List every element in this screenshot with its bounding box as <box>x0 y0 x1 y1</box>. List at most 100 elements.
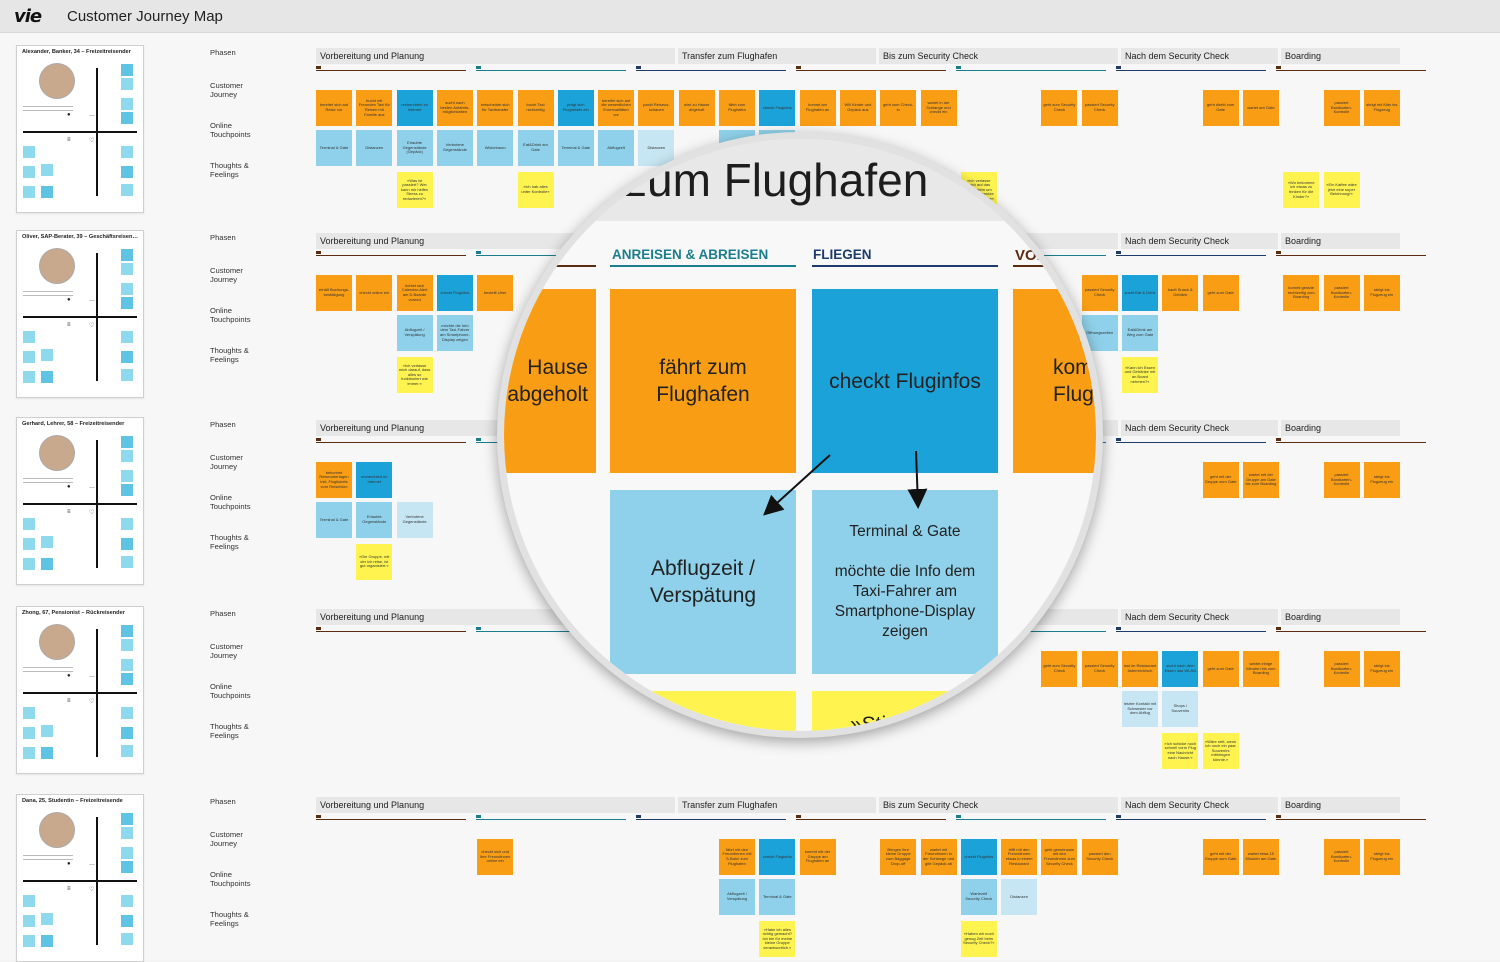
journey-card[interactable]: checkt Fluginfos <box>759 839 796 875</box>
journey-card[interactable]: richtet sich Calendar-Alert am D Boarde … <box>396 275 433 311</box>
persona-card[interactable]: Gerhard, Lehrer, 58 – Freizeitreisender●… <box>16 417 144 585</box>
journey-card[interactable]: »Ein Kaffee wäre jetzt eine super Belohn… <box>1323 172 1360 208</box>
journey-card[interactable]: wartet einige Minuten bis zum Boarding <box>1242 651 1279 687</box>
journey-card[interactable]: passiert Bordkarten-Kontrolle <box>1323 651 1360 687</box>
magnified-card-checkt-fluginfos[interactable]: checkt Fluginfos <box>812 289 998 473</box>
journey-card[interactable]: geht gemeinsam mit den Freundinnen zum S… <box>1041 839 1078 875</box>
journey-card[interactable]: passiert Security Check <box>1081 651 1118 687</box>
journey-card[interactable]: passiert Bordkarten-Kontrolle <box>1323 90 1360 126</box>
journey-card[interactable]: sucht Eat & Drink <box>1122 275 1158 311</box>
journey-card[interactable]: fährt mit den Freundinnen mit S-Bahn zum… <box>719 839 755 875</box>
journey-card[interactable]: steigt ins Flugzeug ein <box>1363 839 1400 875</box>
journey-card[interactable]: steigt ins Flugzeug ein <box>1363 651 1400 687</box>
journey-card[interactable]: Terminal & Gate <box>316 502 352 538</box>
journey-card[interactable]: kauft Snack & Getränk <box>1162 275 1199 311</box>
journey-card[interactable]: geht zum Security Check <box>1041 90 1078 126</box>
journey-card[interactable]: geht zum Security Check <box>1041 651 1078 687</box>
magnified-card-abgeholt[interactable]: Hause abgeholt <box>504 289 596 473</box>
journey-card[interactable]: Wartezeit Security Check <box>960 879 997 915</box>
journey-card[interactable]: Terminal & Gate <box>759 879 796 915</box>
journey-card[interactable]: »Wo bekomme ich etwas zu trinken für die… <box>1283 172 1320 208</box>
journey-card[interactable]: geht mit der Gruppe zum Gate <box>1202 839 1239 875</box>
journey-card[interactable]: letzter Kontakt mit Schwester vor dem Ab… <box>1122 691 1158 727</box>
journey-card[interactable]: geht zum Gate <box>1202 275 1239 311</box>
magnified-card-abflugzeit[interactable]: Abflugzeit / Verspätung <box>610 490 796 674</box>
journey-card[interactable]: Abflugzeit / Verspätung <box>719 879 755 915</box>
journey-card[interactable]: checkt Fluginfos <box>759 90 796 126</box>
journey-card[interactable]: Verbotene Gegenstände <box>436 130 473 166</box>
journey-card[interactable]: bereitet sich auf die wesentlichen Event… <box>598 90 635 126</box>
persona-card[interactable]: Zhong, 67, Pensionist – Rückreisender●…≡… <box>16 606 144 774</box>
journey-card[interactable]: Distanzen <box>1001 879 1038 915</box>
journey-card[interactable]: bucht Taxi rechtzeitig <box>517 90 554 126</box>
journey-card[interactable]: steigt ins Flugzeug ein <box>1363 462 1400 498</box>
journey-card[interactable]: sucht nach dem Essen das WLAN <box>1162 651 1199 687</box>
journey-card[interactable]: Will Kinder und Gepäck aus <box>839 90 876 126</box>
journey-card[interactable]: Bringen ihre kleine Gruppe zum Baggage D… <box>880 839 917 875</box>
journey-card[interactable]: »Ich verlasse mich darauf, dass alles so… <box>396 357 433 393</box>
journey-card[interactable]: Abflugzeit / Verspätung <box>396 315 433 351</box>
journey-card[interactable]: bucht mit Freunden Taxi für Reisen mit F… <box>356 90 393 126</box>
journey-card[interactable]: kommt am Flughafen an <box>799 90 836 126</box>
journey-card[interactable]: sucht nach besten Anfahrts-möglichkeiten <box>436 90 473 126</box>
journey-card[interactable]: »Habe ich alles richtig gemacht? Ich bin… <box>759 921 796 957</box>
journey-card[interactable]: entscheidet sich für Taxitransfer <box>477 90 514 126</box>
journey-card[interactable]: wartet in der Schlange und checkt ein <box>920 90 957 126</box>
journey-card[interactable]: »Haben wir noch genug Zeit beim Security… <box>960 921 997 957</box>
journey-card[interactable]: wartet etwa 15 Minuten am Gate <box>1242 839 1279 875</box>
magnified-card-faehrt[interactable]: fährt zum Flughafen <box>610 289 796 473</box>
journey-card[interactable]: checkt Fluginfos <box>960 839 997 875</box>
journey-card[interactable]: geht direkt zum Gate <box>1202 90 1239 126</box>
journey-card[interactable]: prägt sich Flugdetails ein <box>557 90 594 126</box>
journey-card[interactable]: geht zum Check-in <box>880 90 917 126</box>
section-underline <box>796 819 946 820</box>
journey-card[interactable]: passiert den Security Check <box>1081 839 1118 875</box>
journey-card[interactable]: »Die Gruppe, mit der ich reise, ist gut … <box>356 544 393 580</box>
journey-card[interactable]: wartet am Gate <box>1242 90 1279 126</box>
journey-card[interactable]: trifft mit den Freundinnen etwas in eine… <box>1001 839 1038 875</box>
journey-card[interactable]: geht zum Gate <box>1202 651 1239 687</box>
journey-card[interactable]: Verbotene Gegenstände <box>396 502 433 538</box>
persona-card[interactable]: Alexander, Banker, 34 – Freizeitreisende… <box>16 45 144 213</box>
journey-card[interactable]: möchte die Info dem Taxi-Fahrer am Smart… <box>436 315 473 351</box>
journey-card[interactable]: Erlaubte Gegenstände <box>356 502 393 538</box>
journey-card[interactable]: geht mit der Gruppe zum Gate <box>1202 462 1239 498</box>
journey-card[interactable]: kommt mit der Gruppe am Flughafen an <box>799 839 836 875</box>
journey-card[interactable]: passiert Bordkarten-Kontrolle <box>1323 839 1360 875</box>
journey-card[interactable]: steigt ins Flugzeug ein <box>1363 275 1400 311</box>
journey-card[interactable]: erhält Buchungs-bestätigung <box>316 275 352 311</box>
journey-card[interactable]: Eat&Drink am Weg zum Gate <box>1122 315 1158 351</box>
journey-card[interactable]: »Kann ich Essen und Getränke mit an Boar… <box>1122 357 1158 393</box>
journey-card[interactable]: checkt sich und ihre Freundinnen online … <box>477 839 514 875</box>
journey-card[interactable]: wartet mit Freundinnen in der Schlange u… <box>920 839 957 875</box>
magnified-thought-stimmt[interactable]: »Stimmt <box>812 691 998 731</box>
journey-card[interactable]: Terminal & Gate <box>316 130 352 166</box>
journey-card[interactable]: fährt zum Flughafen <box>719 90 755 126</box>
journey-card[interactable]: Distanzen <box>356 130 393 166</box>
journey-card[interactable]: Shops / Souvenirs <box>1162 691 1199 727</box>
journey-card[interactable]: recherchiert im Internet <box>356 462 393 498</box>
journey-card[interactable]: »Ich schicke noch schnell vorm Flug eine… <box>1162 733 1199 769</box>
magnified-card-kommt[interactable]: kom Flugh <box>1013 289 1096 473</box>
journey-card[interactable]: »Was ist passiert? Wer kann mir helfen S… <box>396 172 433 208</box>
journey-card[interactable]: bekommt Reiseunterlagen inkl. Flugticket… <box>316 462 352 498</box>
journey-card[interactable]: wartet mit der Gruppe am Gate bis zum Bo… <box>1242 462 1279 498</box>
journey-card[interactable]: checkt online ein <box>356 275 393 311</box>
journey-card[interactable]: passiert Bordkarten-Kontrolle <box>1323 462 1360 498</box>
journey-card[interactable]: steigt mit Kids ins Flugzeug <box>1363 90 1400 126</box>
journey-card[interactable]: wird zu Hause abgeholt <box>678 90 715 126</box>
journey-card[interactable]: passiert Security Check <box>1081 90 1118 126</box>
journey-card[interactable]: packt Reiseus-schauen <box>638 90 675 126</box>
journey-card[interactable]: »Wäre nett, wenn ich noch ein paar Souve… <box>1202 733 1239 769</box>
magnified-thought-yellow[interactable] <box>610 691 796 731</box>
magnified-card-terminal-gate[interactable]: Terminal & Gate möchte die Info dem Taxi… <box>812 490 998 674</box>
journey-card[interactable]: recherchiert im Internet <box>396 90 433 126</box>
journey-card[interactable]: bereitet sich auf Reise vor <box>316 90 352 126</box>
journey-card[interactable]: kommt gerade rechtzeitig zum Boarding <box>1283 275 1320 311</box>
persona-card[interactable]: Oliver, SAP-Berater, 39 – Geschäftsreise… <box>16 230 144 398</box>
persona-card[interactable]: Dana, 25, Studentin – Freizeitreisende●…… <box>16 794 144 962</box>
journey-card[interactable]: passiert Bordkarten-Kontrolle <box>1323 275 1360 311</box>
journey-card[interactable]: isst im Restaurant österreichisch <box>1122 651 1158 687</box>
journey-card[interactable]: Erlaubte Gegenstände (Gepäck) <box>396 130 433 166</box>
journey-card[interactable]: checkt Fluginfos <box>436 275 473 311</box>
